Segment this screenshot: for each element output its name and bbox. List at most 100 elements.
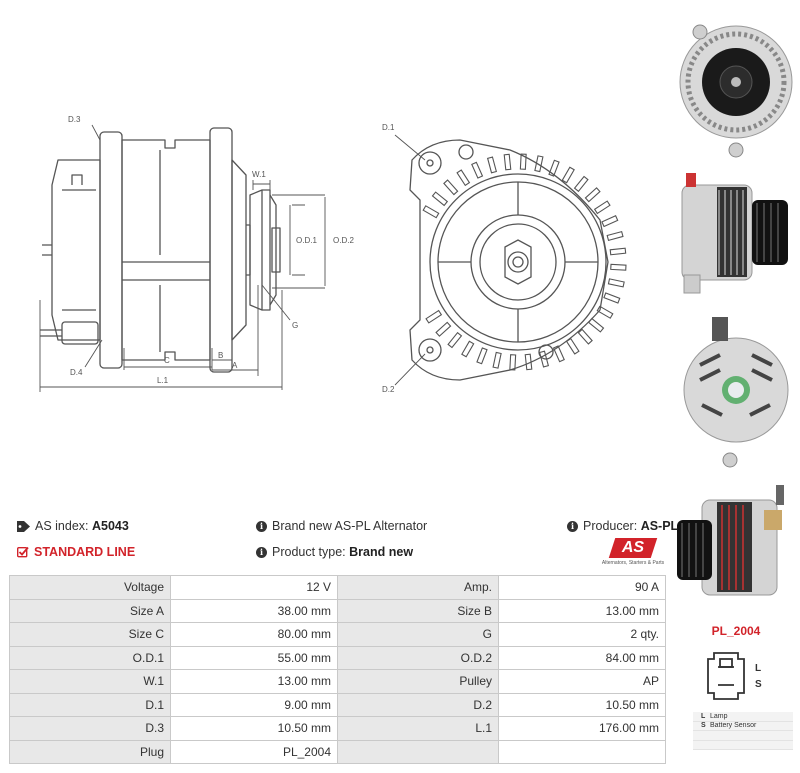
cooling-fin [471,161,484,179]
logo-tagline: Alternators, Starters & Parts [601,560,665,566]
cooling-fin [492,351,502,369]
photo-side-view [681,173,788,294]
cooling-fin [422,205,440,219]
label-d4: D.4 [70,368,83,377]
product-type: i Product type: Brand new [256,545,413,559]
cooling-fin [456,169,471,187]
spec-value: 176.00 mm [498,716,666,741]
spec-label: D.2 [337,692,499,717]
spec-label: D.1 [9,692,171,717]
cooling-fin [609,247,627,256]
cooling-fin [610,263,627,271]
spec-value: 13.00 mm [498,598,666,623]
cooling-fin [431,191,449,207]
legend-key: L [701,712,706,720]
spec-label: Size B [337,598,499,623]
cooling-fin [524,353,533,371]
cooling-fin [577,328,593,345]
spec-label: Size C [9,622,171,647]
cooling-fin [561,166,575,184]
legend-key: S [701,722,706,730]
cooling-fin [565,337,580,355]
label-c: C [164,356,170,365]
spec-value: 38.00 mm [170,598,338,623]
product-type-value: Brand new [349,545,414,559]
cooling-fin [538,350,550,368]
spec-label: Pulley [337,669,499,694]
as-index: AS index: A5043 [17,519,129,533]
legend-row: L Lamp [693,712,793,722]
spec-value: 2 qty. [498,622,666,647]
photo-angle-view [677,485,784,596]
cooling-fin [548,159,560,177]
legend-row [693,731,793,741]
spec-label: Voltage [9,575,171,600]
info-icon: i [567,520,578,532]
cooling-fin [593,200,611,215]
spec-value: 10.50 mm [498,692,666,717]
spec-label: Size A [9,598,171,623]
cooling-fin [601,215,619,228]
checkbox-check-icon [17,546,29,558]
cooling-fin [552,345,565,363]
label-l1: L.1 [157,376,169,385]
label-d1: D.1 [382,123,395,132]
spec-value: PL_2004 [170,739,338,764]
label-od2: O.D.2 [333,236,354,245]
spec-value: 9.00 mm [170,692,338,717]
cooling-fin [425,309,443,324]
cooling-fin [534,155,544,173]
cooling-fin [573,175,589,193]
as-pl-logo: AS Alternators, Starters & Parts [598,538,668,570]
spec-value: 55.00 mm [170,645,338,670]
producer: i Producer: AS-PL [567,519,678,533]
legend-row [693,740,793,750]
spec-value [498,739,666,764]
cooling-fin [607,278,625,288]
spec-value: AP [498,669,666,694]
label-d2: D.2 [382,385,395,394]
plug-title: PL_2004 [711,624,761,638]
cooling-fin [587,317,605,333]
product-description: i Brand new AS-PL Alternator [256,519,427,533]
spec-label: Plug [9,739,171,764]
product-type-label: Product type: [272,545,346,559]
tag-icon [17,520,30,532]
spec-value: 12 V [170,575,338,600]
spec-label: O.D.1 [9,645,171,670]
cooling-fin [486,156,498,174]
description-text: Brand new AS-PL Alternator [272,519,428,533]
legend-value: Battery Sensor [710,722,757,730]
producer-value: AS-PL [640,519,679,533]
photo-rear-view [683,317,789,468]
cooling-fin [519,153,527,170]
spec-value: 90 A [498,575,666,600]
label-g: G [292,321,298,330]
as-index-label: AS index: [35,519,89,533]
pin-label-l: L [755,663,761,674]
spec-value: 10.50 mm [170,716,338,741]
cooling-fin [606,230,624,242]
label-a: A [232,361,238,370]
spec-value: 13.00 mm [170,669,338,694]
cooling-fin [509,354,517,371]
technical-drawing: D.3 W.1 O.D.1 O.D.2 G D.4 C B A L.1 D.1 … [39,115,627,394]
legend-value: Lamp [710,712,728,720]
label-od1: O.D.1 [296,236,317,245]
standard-line-text: STANDARD LINE [34,545,136,559]
spec-label: O.D.2 [337,645,499,670]
cooling-fin [435,321,452,337]
legend-row: S Battery Sensor [693,721,793,731]
cooling-fin [603,292,621,304]
standard-line: STANDARD LINE [17,545,135,559]
cooling-fin [443,179,459,196]
product-photos [672,0,800,620]
